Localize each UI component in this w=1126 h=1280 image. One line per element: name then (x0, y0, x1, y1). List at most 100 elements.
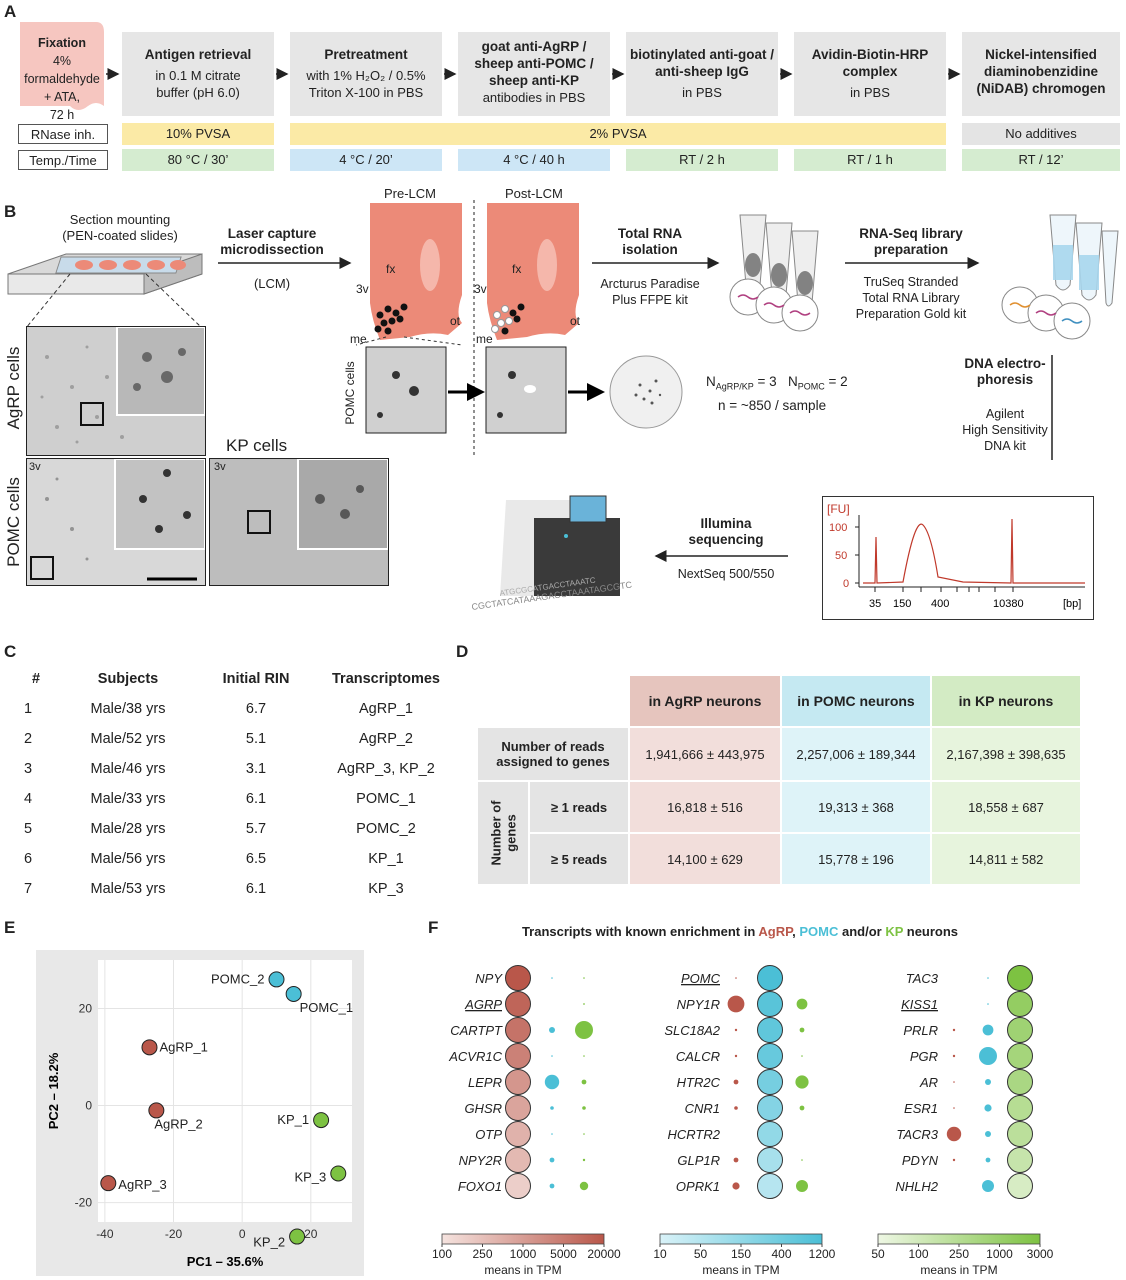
dot-side (979, 1047, 997, 1065)
pre-lcm-ot: ot (450, 314, 461, 328)
pca-point (289, 1228, 306, 1245)
dot-side (581, 1079, 587, 1085)
agrp-cells-label-wrap: AgRP cells (4, 340, 24, 440)
dot-main (1007, 1147, 1033, 1173)
dot-side (985, 1079, 991, 1085)
temp-band-3: 4 °C / 40 h (458, 149, 610, 171)
cell: 6.5 (245, 851, 267, 867)
pca-point (148, 1102, 165, 1119)
dot-side (953, 1081, 955, 1083)
dot-main (1007, 1069, 1033, 1095)
gene-label: CALCR (676, 1049, 720, 1064)
gene-label: NPY2R (459, 1153, 502, 1168)
gene-label: CARTPT (450, 1023, 503, 1038)
section-mounting-label: Section mounting (PEN-coated slides) (40, 212, 200, 244)
illumina-line1: Illumina (700, 516, 752, 531)
genes-label-line2: genes (503, 814, 518, 852)
f-title-post: neurons (903, 924, 959, 939)
genes-label-rotated: Number of genes (488, 801, 518, 866)
rna-line2: isolation (622, 242, 678, 257)
dot-side (952, 1028, 956, 1032)
ge1-pomc: 19,313 ± 368 (780, 782, 930, 832)
dot-main (757, 1121, 783, 1147)
dot-main (505, 1069, 531, 1095)
dot-main (757, 965, 783, 991)
dot-side (583, 977, 585, 979)
dot-main (757, 1069, 783, 1095)
step3-l1: antibodies in PBS (482, 90, 586, 105)
cell: 5 (24, 821, 33, 837)
dot-side (796, 1180, 808, 1192)
dot-main (757, 1043, 783, 1069)
reads-row-label: Number of reads assigned to genes (478, 728, 628, 780)
dot-side (733, 1157, 739, 1163)
color-scale-label: 20000 (587, 1247, 621, 1261)
pca-ylabel: PC2 – 18.2% (46, 1052, 61, 1129)
cell: Male/38 yrs (90, 701, 166, 717)
temp-band-6: RT / 12’ (962, 149, 1120, 171)
cell: 1 (24, 701, 33, 717)
dot-side (987, 1003, 989, 1005)
temp-band-2: 4 °C / 20’ (290, 149, 442, 171)
dot-main (505, 1147, 531, 1173)
dot-main (757, 1017, 783, 1043)
step4-l1: in PBS (682, 85, 722, 100)
dna-line2: phoresis (976, 372, 1034, 387)
rnase-band-1: 10% PVSA (122, 123, 274, 145)
panel-b-graphics (218, 200, 1119, 460)
step-antigen-retrieval: Antigen retrieval in 0.1 M citrate buffe… (122, 32, 274, 116)
dot-main (505, 1095, 531, 1121)
pca-point-label: POMC_1 (300, 1000, 353, 1015)
rnase-band-2: 2% PVSA (290, 123, 946, 145)
color-scale-bar (441, 1233, 605, 1245)
dna-electrophoresis-label: DNA electro- phoresis (940, 356, 1070, 388)
cell: Male/53 yrs (90, 881, 166, 897)
dot-side (985, 1157, 991, 1163)
color-scale-label: 1000 (986, 1247, 1013, 1261)
bio-x150: 150 (893, 598, 911, 610)
dot-side (550, 1106, 554, 1110)
color-scale-label: 400 (771, 1247, 791, 1261)
bio-x35: 35 (869, 598, 881, 610)
pre-lcm-label: Pre-LCM (384, 186, 437, 201)
cell: Male/56 yrs (90, 851, 166, 867)
dot-side (549, 1183, 555, 1189)
dot-side (551, 977, 553, 979)
dna-line1: DNA electro- (964, 356, 1046, 371)
dot-side (583, 1055, 585, 1057)
dot-side (985, 1131, 991, 1137)
fixation-title: Fixation (38, 36, 86, 50)
color-scale-label: 250 (949, 1247, 969, 1261)
step-pretreatment: Pretreatment with 1% H₂O₂ / 0.5% Triton … (290, 32, 442, 116)
dnakit-line3: DNA kit (984, 439, 1026, 453)
row-label-rnase: RNase inh. (18, 124, 108, 144)
color-scale-label: 1000 (510, 1247, 537, 1261)
dot-side (583, 1003, 585, 1005)
color-scale-bar (659, 1233, 823, 1245)
gene-label: ESR1 (904, 1101, 938, 1116)
dot-main (1007, 991, 1033, 1017)
step1-l1: in 0.1 M citrate (155, 68, 241, 83)
ge5-label: ≥ 5 reads (530, 834, 628, 884)
dot-side (734, 1054, 738, 1058)
gene-label: GLP1R (677, 1153, 720, 1168)
dot-side (982, 1180, 994, 1192)
post-lcm-3v: 3v (474, 282, 487, 296)
rnase-band-3: No additives (962, 123, 1120, 145)
pca-point (285, 985, 302, 1002)
lcm-abbrev: (LCM) (253, 276, 291, 291)
step1-title: Antigen retrieval (144, 47, 252, 62)
dot-main (505, 1017, 531, 1043)
col-agrp: in AgRP neurons (630, 676, 780, 726)
pca-point-label: POMC_2 (211, 971, 264, 986)
libkit-line2: Total RNA Library (862, 291, 960, 305)
dot-side (579, 1181, 589, 1191)
bio-x10380: 10380 (993, 598, 1024, 610)
gene-label: NHLH2 (895, 1179, 938, 1194)
pca-point-label: KP_2 (253, 1235, 285, 1250)
pca-ytick-label: 0 (85, 1099, 92, 1113)
mounting-line1: Section mounting (69, 212, 171, 227)
